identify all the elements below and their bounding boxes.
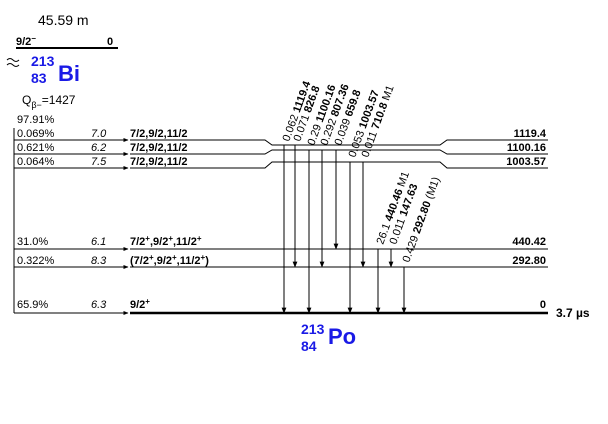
- level-logft: 8.3: [91, 255, 107, 267]
- level-beta-feed: 31.0%: [17, 236, 48, 248]
- gamma-labels: 0.062 1119.4 0.071 826.8 0.29 1100.16 0.…: [281, 79, 443, 264]
- gamma-transition-arrows: [281, 145, 407, 314]
- level-energy: 0: [540, 299, 546, 311]
- level-spin: 9/2+: [130, 297, 150, 311]
- level-line: [130, 139, 548, 146]
- level-logft: 6.2: [91, 142, 106, 154]
- q-beta-value: Qβ−=1427: [22, 93, 76, 110]
- level-beta-feed: 0.322%: [17, 255, 55, 267]
- ground-state-half-life: 3.7 µs: [556, 306, 590, 320]
- level-row: 0.064% 7.5 7/2,9/2,11/2 1003.57: [17, 156, 548, 169]
- level-beta-feed: 0.621%: [17, 142, 55, 154]
- level-spin: (7/2+,9/2+,11/2+): [130, 253, 209, 267]
- level-beta-feed: 0.064%: [17, 156, 55, 168]
- level-logft: 7.0: [91, 128, 107, 140]
- beta-branch-percent: 97.91%: [17, 114, 55, 126]
- level-spin: 7/2,9/2,11/2: [130, 156, 188, 168]
- daughter-atomic-number: 84: [301, 338, 317, 354]
- axis-break-marker: [6, 58, 20, 67]
- level-line: [130, 149, 548, 155]
- level-spin: 7/2,9/2,11/2: [130, 142, 188, 154]
- level-energy: 440.42: [512, 236, 546, 248]
- parent-spin: 9/2−: [16, 34, 36, 48]
- parent-level-energy: 0: [107, 36, 113, 48]
- daughter-mass-number: 213: [301, 321, 325, 337]
- level-beta-feed: 0.069%: [17, 128, 55, 140]
- level-row: 0.621% 6.2 7/2,9/2,11/2 1100.16: [17, 142, 548, 155]
- parent-element-symbol: Bi: [58, 61, 80, 86]
- level-line: [130, 161, 548, 169]
- level-energy: 292.80: [512, 255, 546, 267]
- level-beta-feed: 65.9%: [17, 299, 48, 311]
- level-logft: 7.5: [91, 156, 107, 168]
- level-energy: 1003.57: [506, 156, 546, 168]
- level-row: 31.0% 6.1 7/2+,9/2+,11/2+ 440.42: [17, 234, 548, 250]
- daughter-element-symbol: Po: [328, 324, 356, 349]
- level-energy: 1119.4: [514, 128, 547, 140]
- level-logft: 6.1: [91, 236, 106, 248]
- level-spin: 7/2+,9/2+,11/2+: [130, 234, 202, 248]
- parent-half-life: 45.59 m: [38, 12, 89, 28]
- level-row: 65.9% 6.3 9/2+ 0 3.7 µs: [17, 297, 590, 320]
- level-row: 0.069% 7.0 7/2,9/2,11/2 1119.4: [17, 128, 548, 146]
- parent-atomic-number: 83: [31, 70, 47, 86]
- level-energy: 1100.16: [507, 142, 546, 154]
- level-row: 0.322% 8.3 (7/2+,9/2+,11/2+) 292.80: [17, 253, 548, 268]
- parent-mass-number: 213: [31, 53, 55, 69]
- level-logft: 6.3: [91, 299, 107, 311]
- beta-feed-arrows: [14, 138, 129, 315]
- level-spin: 7/2,9/2,11/2: [130, 128, 188, 140]
